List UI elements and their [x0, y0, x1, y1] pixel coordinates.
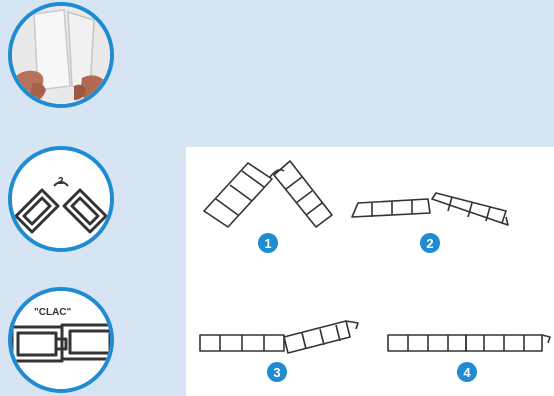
- step-number-2: 2: [426, 236, 433, 251]
- hinge-step-label: 2: [58, 176, 64, 187]
- hinge-illustration: 2: [12, 150, 110, 248]
- click-sound-label: "CLAC": [34, 307, 72, 318]
- step-3-panels: [200, 321, 358, 353]
- step-2-panels: [352, 193, 508, 225]
- step-badge-3: 3: [267, 362, 287, 382]
- hinge-circle: 2: [8, 146, 114, 252]
- step-1-panels: [204, 161, 332, 227]
- step-number-4: 4: [463, 365, 471, 380]
- step-badge-2: 2: [420, 233, 440, 253]
- step-badge-1: 1: [258, 233, 278, 253]
- photo-circle: [8, 2, 114, 108]
- step-number-1: 1: [264, 236, 271, 251]
- assembly-steps-panel: 1 2 3 4: [186, 147, 554, 396]
- click-circle: "CLAC": [8, 287, 114, 393]
- click-illustration: "CLAC": [12, 291, 110, 389]
- step-4-panels: [388, 335, 550, 351]
- step-badge-4: 4: [457, 362, 477, 382]
- step-number-3: 3: [273, 365, 280, 380]
- hands-panel-photo: [12, 6, 110, 104]
- assembly-steps-diagram: 1 2 3 4: [186, 147, 554, 396]
